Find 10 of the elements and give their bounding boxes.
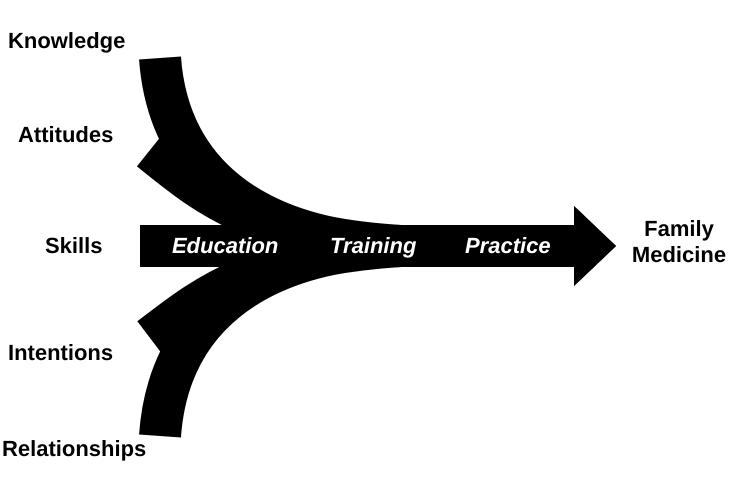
outcome-label: Family Medicine: [624, 216, 734, 268]
input-label: Skills: [45, 233, 102, 259]
stage-label: Education: [172, 233, 278, 259]
input-label: Relationships: [2, 436, 146, 462]
flow-arrow: [139, 206, 616, 439]
stage-label: Training: [330, 233, 416, 259]
input-label: Attitudes: [18, 122, 114, 148]
input-label: Knowledge: [8, 28, 126, 54]
stage-label: Practice: [465, 233, 551, 259]
input-label: Intentions: [8, 340, 114, 366]
